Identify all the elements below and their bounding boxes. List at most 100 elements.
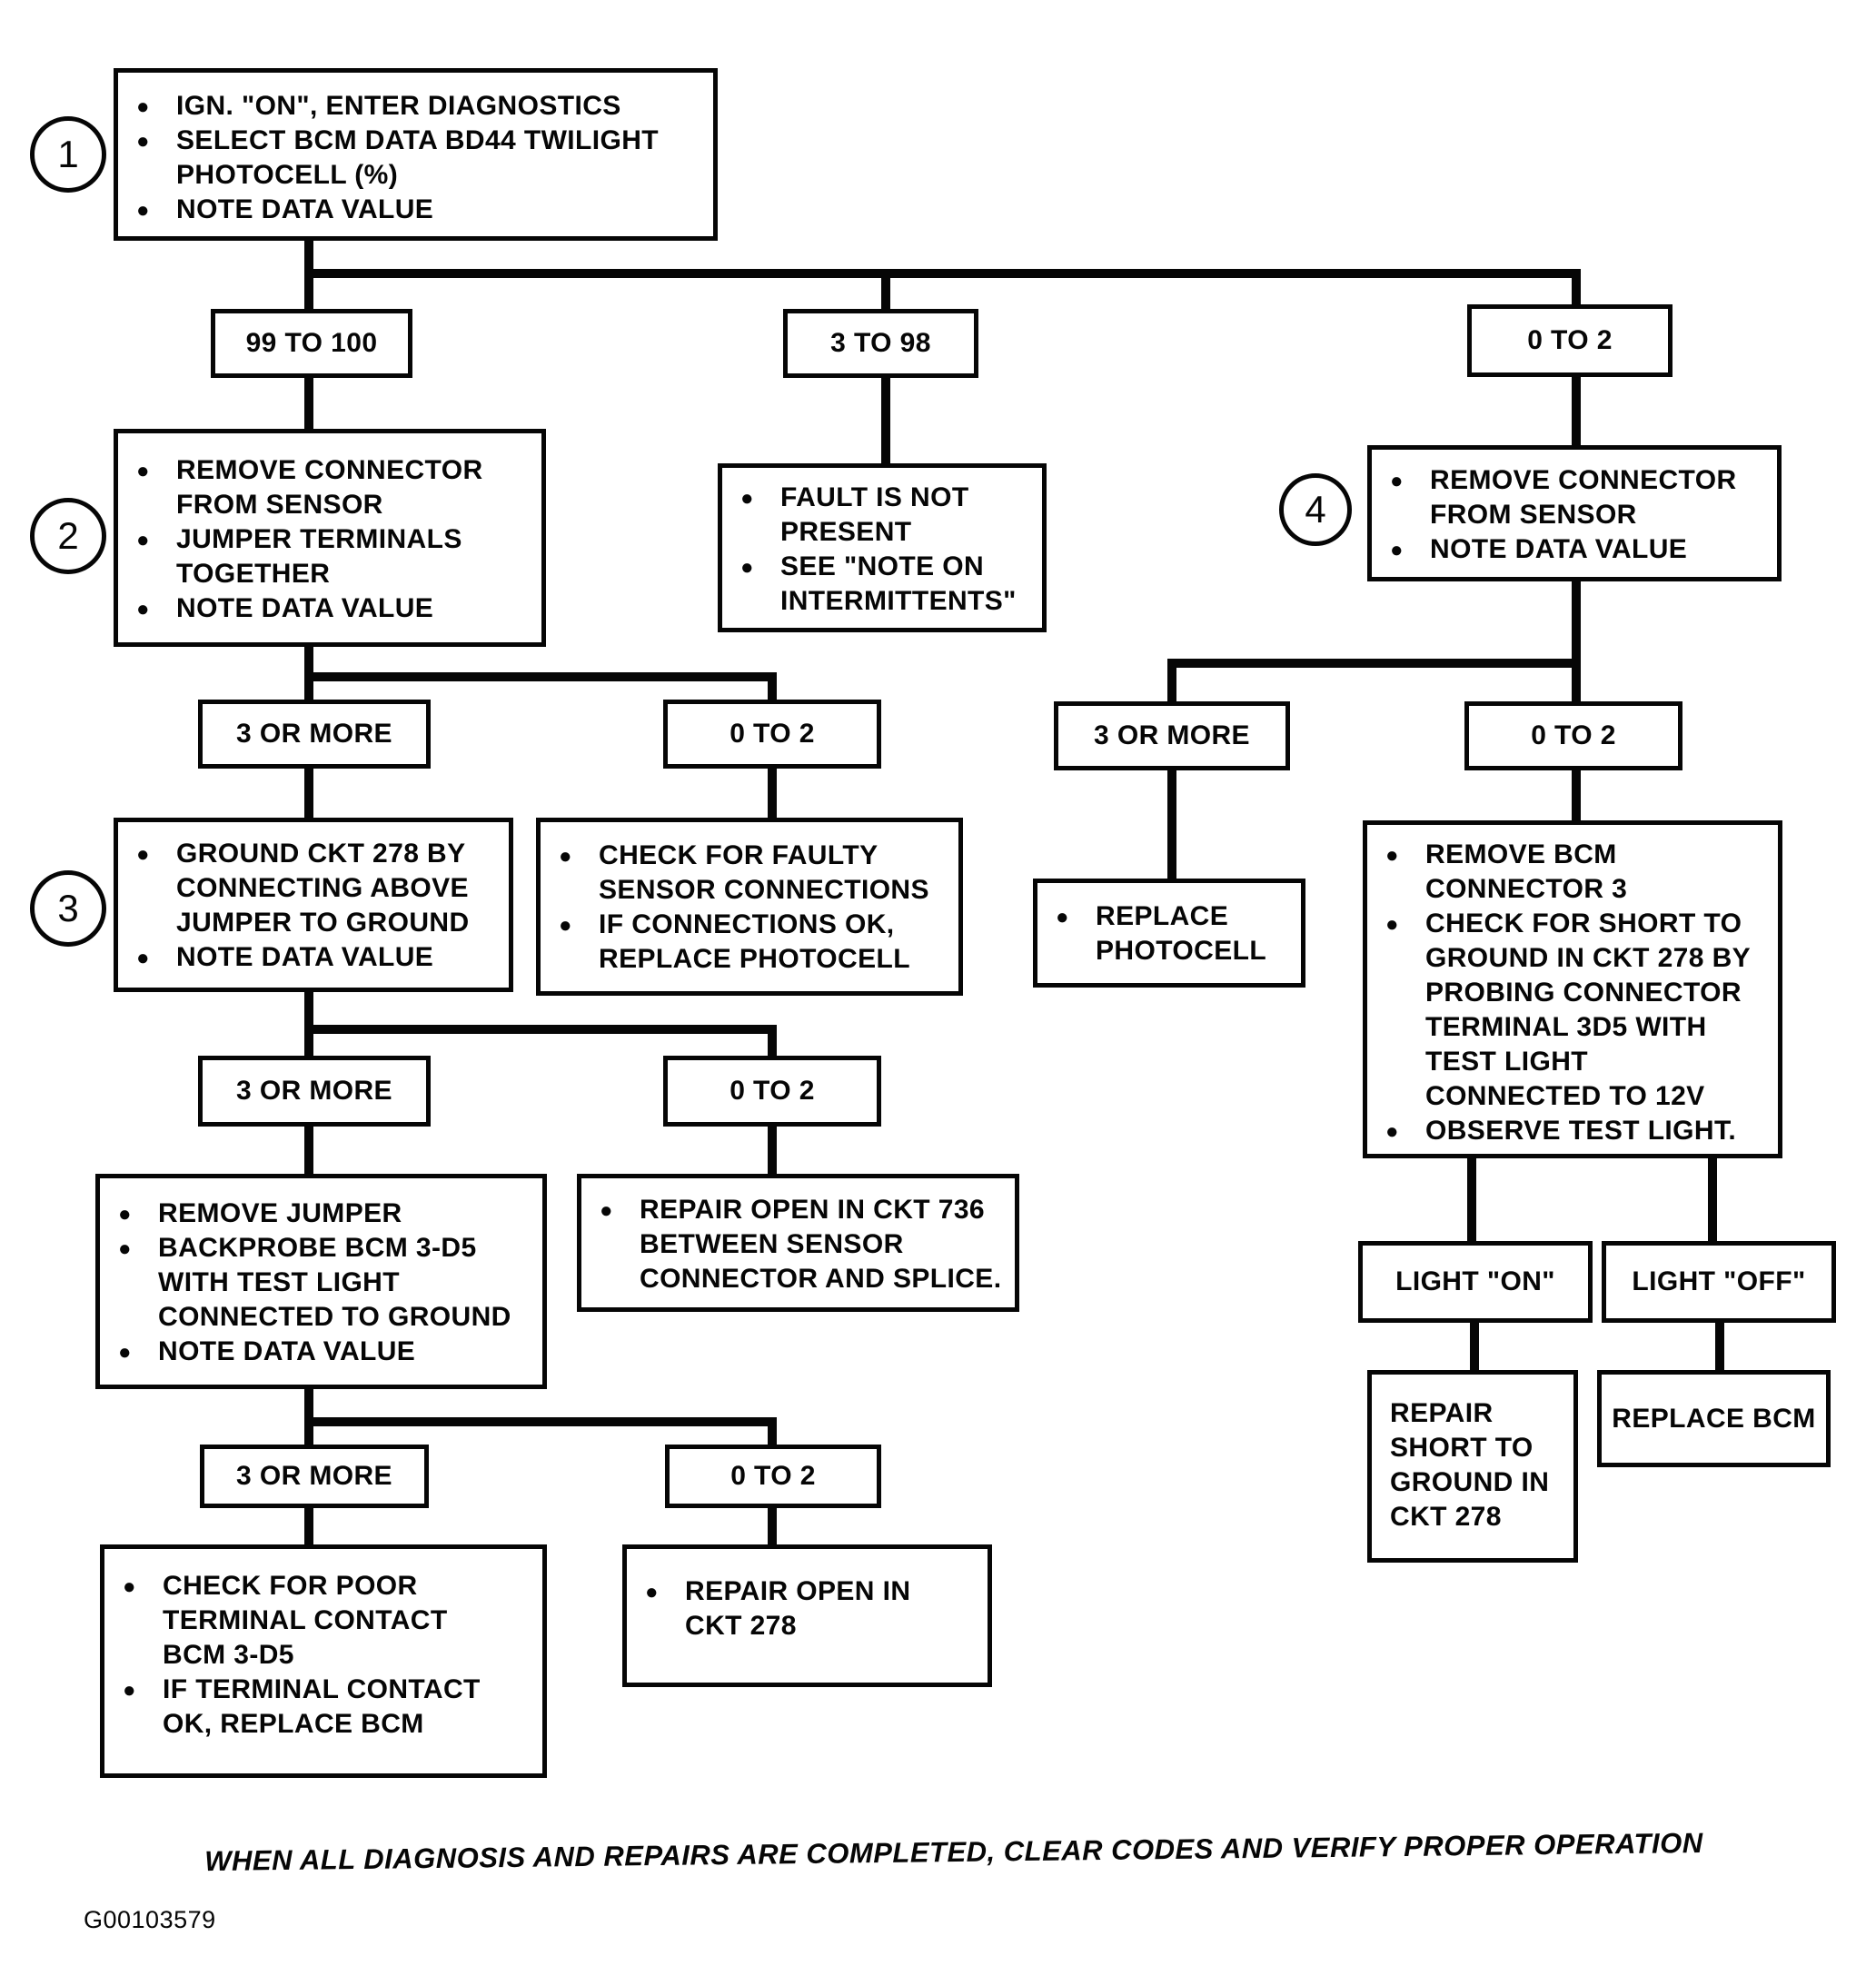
connector-line: [768, 1025, 777, 1059]
instruction-line: IGN. "ON", ENTER DIAGNOSTICS: [129, 89, 706, 124]
connector-line: [768, 1417, 777, 1448]
repair-open-ckt278-box: REPAIR OPEN IN CKT 278: [622, 1544, 992, 1687]
instruction-line: GROUND IN: [1390, 1467, 1550, 1497]
connector-line: [304, 375, 313, 431]
instruction-line: PHOTOCELL: [1096, 936, 1267, 966]
check-short-to-ground-box: REMOVE BCM CONNECTOR 3 CHECK FOR SHORT T…: [1363, 820, 1782, 1158]
instruction-line: CHECK FOR POOR: [115, 1569, 535, 1604]
step-circle-3: 3: [30, 870, 106, 947]
instruction-line: IF TERMINAL CONTACT: [115, 1673, 535, 1708]
instruction-line: TERMINAL CONTACT: [163, 1605, 448, 1635]
connector-line: [304, 1417, 777, 1426]
remove-jumper-box: REMOVE JUMPER BACKPROBE BCM 3-D5 WITH TE…: [95, 1174, 547, 1389]
branch-label-99-to-100: 99 TO 100: [211, 309, 412, 378]
instruction-line: BACKPROBE BCM 3-D5: [111, 1231, 535, 1266]
connector-line: [1467, 1157, 1476, 1243]
light-on-label: LIGHT "ON": [1358, 1241, 1593, 1323]
check-faulty-sensor-box: CHECK FOR FAULTY SENSOR CONNECTIONS IF C…: [536, 818, 963, 996]
instruction-line: NOTE DATA VALUE: [1383, 532, 1770, 568]
instruction-line: REPAIR: [1390, 1398, 1494, 1428]
instruction-line: REMOVE CONNECTOR: [1383, 463, 1770, 499]
step2-procedure-box: REMOVE CONNECTOR FROM SENSOR JUMPER TERM…: [114, 429, 546, 647]
instruction-line: CONNECTOR 3: [1425, 874, 1628, 904]
instruction-line: OK, REPLACE BCM: [163, 1709, 424, 1739]
instruction-line: CONNECTED TO GROUND: [158, 1302, 511, 1332]
instruction-line: JUMPER TO GROUND: [176, 908, 470, 938]
connector-line: [304, 1125, 313, 1176]
instruction-line: CKT 278: [685, 1611, 797, 1641]
instruction-line: FROM SENSOR: [1430, 500, 1637, 530]
instruction-line: FROM SENSOR: [176, 490, 383, 520]
instruction-line: REMOVE JUMPER: [111, 1196, 535, 1232]
step-circle-1: 1: [30, 116, 106, 193]
instruction-line: REPAIR OPEN IN CKT 736: [592, 1193, 1007, 1228]
instruction-line: REPLACE PHOTOCELL: [599, 944, 910, 974]
branch-label-0-to-2-top: 0 TO 2: [1467, 304, 1673, 377]
replace-bcm-box: REPLACE BCM: [1597, 1370, 1831, 1467]
instruction-line: BCM 3-D5: [163, 1640, 294, 1670]
instruction-line: INTERMITTENTS": [780, 586, 1017, 616]
branch-label-3-or-more-c: 3 OR MORE: [200, 1445, 429, 1508]
instruction-line: JUMPER TERMINALS: [129, 522, 534, 558]
instruction-line: TEST LIGHT: [1425, 1047, 1588, 1077]
branch-label-3-or-more-b: 3 OR MORE: [198, 1056, 431, 1127]
connector-line: [881, 375, 890, 465]
repair-short-to-ground-box: REPAIR SHORT TO GROUND IN CKT 278: [1367, 1370, 1578, 1563]
instruction-line: IF CONNECTIONS OK,: [551, 908, 951, 943]
branch-label-0-to-2-b: 0 TO 2: [663, 1056, 881, 1127]
instruction-line: FAULT IS NOT: [733, 481, 1035, 516]
step1-procedure-box: IGN. "ON", ENTER DIAGNOSTICS SELECT BCM …: [114, 68, 718, 241]
instruction-line: CHECK FOR FAULTY: [551, 839, 951, 874]
instruction-line: GROUND CKT 278 BY: [129, 837, 501, 872]
repair-open-ckt736-box: REPAIR OPEN IN CKT 736 BETWEEN SENSOR CO…: [577, 1174, 1019, 1312]
instruction-line: REPLACE: [1048, 899, 1294, 935]
connector-line: [1470, 1321, 1479, 1372]
connector-line: [304, 1025, 777, 1034]
instruction-line: PROBING CONNECTOR: [1425, 978, 1742, 1008]
instruction-line: TERMINAL 3D5 WITH: [1425, 1012, 1707, 1042]
connector-line: [881, 269, 890, 313]
instruction-line: OBSERVE TEST LIGHT.: [1378, 1114, 1771, 1149]
figure-id: G00103579: [84, 1906, 216, 1933]
instruction-line: PHOTOCELL (%): [176, 160, 399, 190]
branch-label-3-to-98: 3 TO 98: [783, 309, 978, 378]
instruction-line: CHECK FOR SHORT TO: [1378, 907, 1771, 942]
connector-line: [768, 767, 777, 819]
fault-not-present-box: FAULT IS NOT PRESENT SEE "NOTE ON INTERM…: [718, 463, 1047, 632]
connector-line: [1572, 375, 1581, 447]
connector-line: [304, 1506, 313, 1546]
replace-photocell-box: REPLACE PHOTOCELL: [1033, 879, 1305, 988]
instruction-line: REMOVE BCM: [1378, 838, 1771, 873]
instruction-line: CONNECTOR AND SPLICE.: [640, 1264, 1002, 1294]
instruction-line: CONNECTED TO 12V: [1425, 1081, 1705, 1111]
branch-label-0-to-2-c: 0 TO 2: [665, 1445, 881, 1508]
light-off-label: LIGHT "OFF": [1602, 1241, 1836, 1323]
connector-line: [1715, 1321, 1724, 1372]
step-circle-2: 2: [30, 498, 106, 574]
connector-line: [1167, 659, 1176, 705]
connector-line: [1572, 269, 1581, 308]
instruction-line: NOTE DATA VALUE: [129, 193, 706, 228]
connector-line: [304, 767, 313, 819]
instruction-line: WITH TEST LIGHT: [158, 1267, 400, 1297]
connector-line: [304, 988, 313, 1059]
step3-procedure-box: GROUND CKT 278 BY CONNECTING ABOVE JUMPE…: [114, 818, 513, 992]
instruction-line: SENSOR CONNECTIONS: [599, 875, 929, 905]
step-circle-4: 4: [1279, 473, 1352, 546]
branch-label-3-or-more-a: 3 OR MORE: [198, 700, 431, 769]
connector-line: [768, 1506, 777, 1546]
connector-line: [1708, 1157, 1717, 1243]
connector-line: [304, 672, 777, 681]
branch-label-3-or-more-right: 3 OR MORE: [1054, 701, 1290, 770]
instruction-line: REMOVE CONNECTOR: [129, 453, 534, 489]
branch-label-0-to-2-right: 0 TO 2: [1464, 701, 1682, 770]
instruction-line: NOTE DATA VALUE: [129, 591, 534, 627]
completion-note: WHEN ALL DIAGNOSIS AND REPAIRS ARE COMPL…: [204, 1826, 1703, 1878]
connector-line: [1572, 769, 1581, 824]
connector-line: [1167, 659, 1581, 668]
instruction-line: REPAIR OPEN IN: [638, 1574, 980, 1610]
instruction-line: NOTE DATA VALUE: [129, 940, 501, 976]
instruction-line: SEE "NOTE ON: [733, 550, 1035, 585]
step4-procedure-box: REMOVE CONNECTOR FROM SENSOR NOTE DATA V…: [1367, 445, 1782, 581]
